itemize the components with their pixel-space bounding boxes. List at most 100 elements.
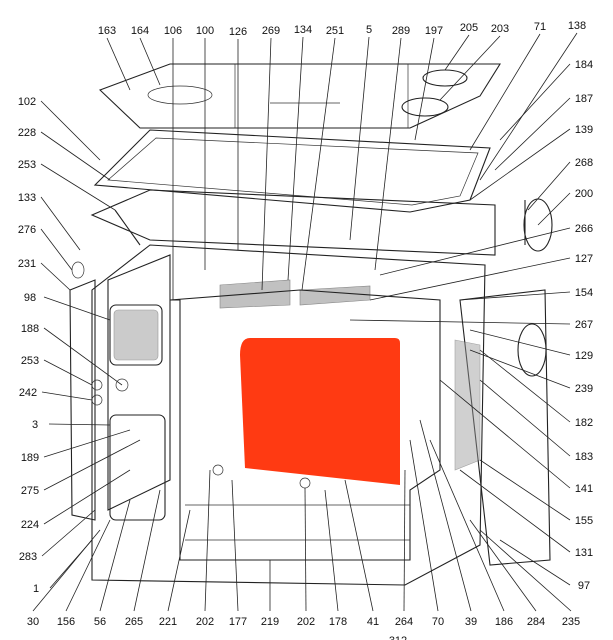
leader-line — [409, 439, 439, 612]
frame-gasket — [93, 129, 491, 213]
leader-line — [106, 37, 131, 91]
part-label: 202 — [297, 616, 315, 628]
leader-line — [99, 499, 131, 612]
part-label: 235 — [562, 616, 580, 628]
part-label: 264 — [395, 616, 413, 628]
part-label: 56 — [94, 616, 106, 628]
leader-line — [344, 479, 374, 612]
part-label: 200 — [575, 188, 593, 200]
leader-line — [65, 519, 111, 612]
leader-line — [494, 97, 571, 171]
part-label: 276 — [18, 224, 36, 236]
part-label: 187 — [575, 93, 593, 105]
part-label: 228 — [18, 127, 36, 139]
leader-line — [43, 296, 111, 321]
leader-line — [414, 37, 435, 141]
part-label: 284 — [527, 616, 545, 628]
part-label: 219 — [261, 616, 279, 628]
part-label: 221 — [159, 616, 177, 628]
part-label: 242 — [19, 387, 37, 399]
part-label: 253 — [18, 159, 36, 171]
leader-line — [479, 529, 572, 612]
part-label: 253 — [21, 355, 39, 367]
part-label: 106 — [164, 25, 182, 37]
part-label: 126 — [229, 26, 247, 38]
part-label: 98 — [24, 292, 36, 304]
leader-line — [43, 327, 123, 386]
part-label: 155 — [575, 515, 593, 527]
leader-line — [41, 509, 96, 557]
leader-line — [204, 469, 211, 612]
leader-line — [167, 509, 191, 612]
leader-line — [43, 439, 141, 491]
leader-line — [469, 349, 571, 389]
leader-line — [40, 163, 116, 211]
part-label: 177 — [229, 616, 247, 628]
part-label: 134 — [294, 24, 312, 36]
part-label: 30 — [27, 616, 39, 628]
leader-line — [324, 489, 339, 612]
part-label: 138 — [568, 20, 586, 32]
part-label: 251 — [326, 25, 344, 37]
part-label: 1 — [33, 583, 39, 595]
leader-lines — [32, 32, 578, 612]
leader-line — [40, 228, 73, 271]
leader-line — [469, 128, 571, 201]
part-label: 269 — [262, 25, 280, 37]
leader-line — [40, 196, 81, 251]
part-label: 164 — [131, 25, 149, 37]
part-label: 3 — [32, 419, 38, 431]
part-label: 203 — [491, 23, 509, 35]
part-label: 189 — [21, 452, 39, 464]
part-label: 129 — [575, 350, 593, 362]
leader-line — [349, 36, 370, 241]
part-label: 39 — [465, 616, 477, 628]
highlighted-door-panel — [240, 338, 400, 485]
leader-line — [301, 37, 336, 291]
part-label: 127 — [575, 253, 593, 265]
leader-line — [499, 539, 571, 586]
part-label: 154 — [575, 287, 593, 299]
part-label: 178 — [329, 616, 347, 628]
leader-line — [537, 192, 571, 226]
leader-line — [40, 131, 111, 181]
leader-line — [379, 227, 571, 276]
part-label: 184 — [575, 59, 593, 71]
part-label: 197 — [425, 25, 443, 37]
part-label: 188 — [21, 323, 39, 335]
leader-line — [231, 479, 239, 612]
part-label: 41 — [367, 616, 379, 628]
leader-line — [287, 36, 304, 281]
part-label: 186 — [495, 616, 513, 628]
part-label: 182 — [575, 417, 593, 429]
leader-line — [261, 37, 272, 291]
leader-line — [304, 487, 307, 612]
leader-line — [403, 469, 406, 612]
leader-line — [43, 429, 131, 458]
leader-line — [527, 161, 571, 211]
part-label: 231 — [18, 258, 36, 270]
part-label: 71 — [534, 21, 546, 33]
leader-line — [369, 257, 571, 301]
leader-line — [479, 379, 571, 457]
leader-line — [139, 37, 161, 86]
leader-line — [41, 391, 93, 401]
part-label: 205 — [460, 22, 478, 34]
leader-line — [439, 379, 571, 489]
part-label: 283 — [19, 551, 37, 563]
part-label: 100 — [196, 25, 214, 37]
part-label: 70 — [432, 616, 444, 628]
part-label: 268 — [575, 157, 593, 169]
footer-label: 312 — [389, 635, 407, 640]
part-label: 266 — [575, 223, 593, 235]
leader-line — [32, 529, 101, 612]
part-label: 202 — [196, 616, 214, 628]
part-label: 267 — [575, 319, 593, 331]
leader-line — [459, 469, 571, 553]
leader-line — [48, 423, 111, 426]
leader-line — [469, 519, 537, 612]
part-label: 156 — [57, 616, 75, 628]
part-label: 131 — [575, 547, 593, 559]
